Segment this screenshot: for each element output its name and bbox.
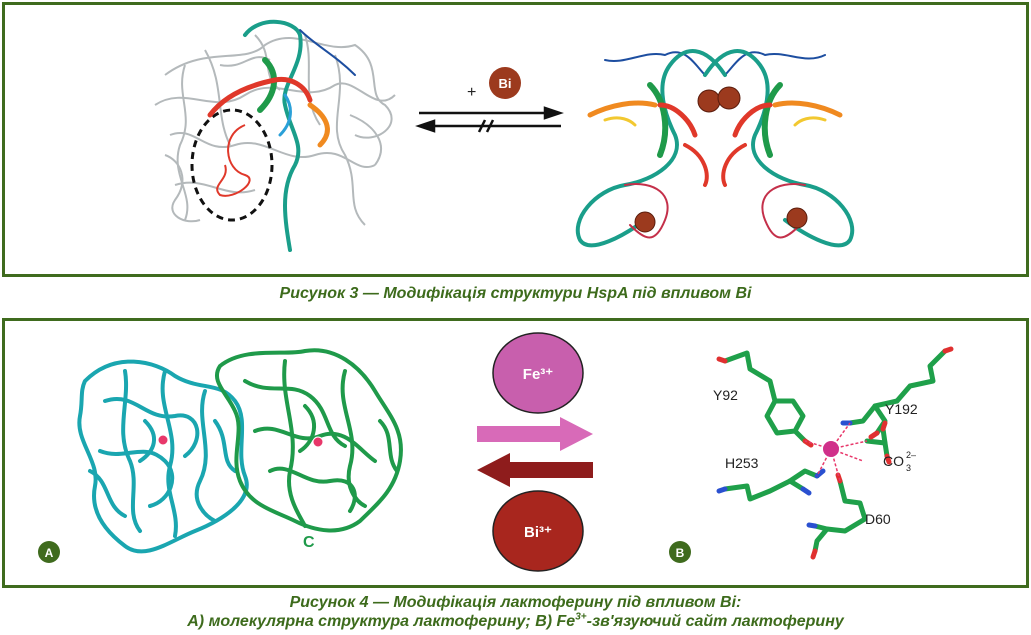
badge-a xyxy=(38,541,60,563)
bi-ion-label: Bi³⁺ xyxy=(524,524,552,541)
residue-d60: D60 xyxy=(865,511,891,527)
highlight-dashed-ellipse xyxy=(190,108,274,222)
carbonate-base: CO xyxy=(883,453,904,469)
bi-ion-circle xyxy=(492,490,584,572)
carbonate-label: CO 3 2– xyxy=(883,450,916,473)
figure-3-illustration: + Bi xyxy=(154,19,855,252)
bismuth-reagent-label: Bi xyxy=(499,76,512,91)
hspa-gray-structure xyxy=(154,34,396,226)
caption-line-2-pre: А) молекулярна структура лактоферину; В)… xyxy=(187,613,576,630)
figure-4-caption-line-2: А) молекулярна структура лактоферину; В)… xyxy=(0,612,1031,631)
hspa-bismuth-dimer xyxy=(575,49,855,248)
lactoferrin-cyan-lobe xyxy=(77,359,249,554)
iron-site-dot-c-lobe xyxy=(312,436,324,448)
badge-a-label: A xyxy=(45,546,54,560)
badge-b-label: B xyxy=(676,546,685,560)
bismuth-reagent-circle xyxy=(489,67,521,99)
hspa-colored-chain xyxy=(207,19,356,252)
caption-line-2-post: -зв'язуючий сайт лактоферину xyxy=(586,613,844,630)
lactoferrin-green-lobe xyxy=(215,348,403,533)
residue-y192: Y192 xyxy=(885,401,918,417)
figure-3-caption: Рисунок 3 — Модифікація структури HspA п… xyxy=(279,285,752,302)
c-lobe-label: C xyxy=(303,534,315,551)
iron-site-dot-n-lobe xyxy=(157,434,169,446)
caption-line-2-sup: 3+ xyxy=(575,611,587,623)
reagent-plus-sign: + xyxy=(467,84,476,101)
residue-y92: Y92 xyxy=(713,387,738,403)
residue-h253: H253 xyxy=(725,455,759,471)
bismuth-spheres xyxy=(634,86,808,233)
carbonate-subscript: 3 xyxy=(906,463,911,473)
figure-4-caption-line-1: Рисунок 4 — Модифікація лактоферину під … xyxy=(289,594,742,611)
carbonate-superscript: 2– xyxy=(906,450,916,460)
heteroatom-tips xyxy=(716,346,954,560)
equilibrium-arrows xyxy=(415,106,564,133)
figure-4-panel: C A Fe³⁺ Bi³⁺ xyxy=(2,318,1029,588)
fe-ion-label: Fe³⁺ xyxy=(523,366,554,383)
figure-3-panel: + Bi xyxy=(2,2,1029,277)
exchange-arrows xyxy=(477,417,593,487)
fe-ion-circle xyxy=(492,332,584,414)
iron-ion-sphere xyxy=(823,441,839,457)
figure-4-illustration: C A Fe³⁺ Bi³⁺ xyxy=(38,332,954,572)
badge-b xyxy=(669,541,691,563)
hspa-red-loop xyxy=(216,124,251,197)
